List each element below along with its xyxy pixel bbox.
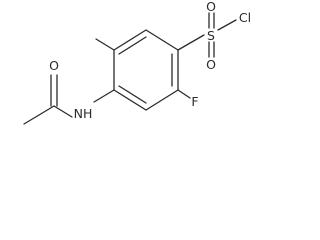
ring-nitrogen-bond bbox=[93, 89, 115, 103]
ring-bond-c6-c1-inner bbox=[118, 36, 147, 55]
ring-bond-c4-c5 bbox=[113, 89, 147, 111]
fluorine-bond bbox=[177, 89, 191, 99]
chlorine-label: Cl bbox=[239, 10, 251, 25]
carbonyl-methyl-bond bbox=[23, 105, 55, 125]
nitrogen-carbonyl-bond bbox=[53, 105, 73, 118]
benzene-ring bbox=[113, 29, 179, 111]
sulfonyl-chloride-group bbox=[177, 12, 237, 58]
ring-sulfur-bond bbox=[177, 34, 205, 51]
oxygen-top-label: O bbox=[206, 0, 216, 14]
sulfur-chlorine-bond bbox=[217, 19, 237, 31]
sulfur-label: S bbox=[207, 28, 215, 43]
oxygen-bottom-label: O bbox=[206, 57, 216, 72]
ring-bond-c6-c1 bbox=[113, 29, 147, 51]
ring-bond-c4-c5-inner bbox=[118, 85, 147, 104]
oxygen-carbonyl-label: O bbox=[49, 58, 59, 73]
acetamide-group bbox=[23, 74, 115, 125]
chemical-structure: O NH F S O O Cl bbox=[23, 0, 251, 125]
methyl-bond bbox=[95, 38, 115, 51]
fluorine-label: F bbox=[191, 94, 198, 109]
nitrogen-label: NH bbox=[74, 106, 93, 121]
ring-bond-c1-c2 bbox=[145, 29, 179, 51]
ring-bond-c3-c4 bbox=[145, 89, 179, 111]
